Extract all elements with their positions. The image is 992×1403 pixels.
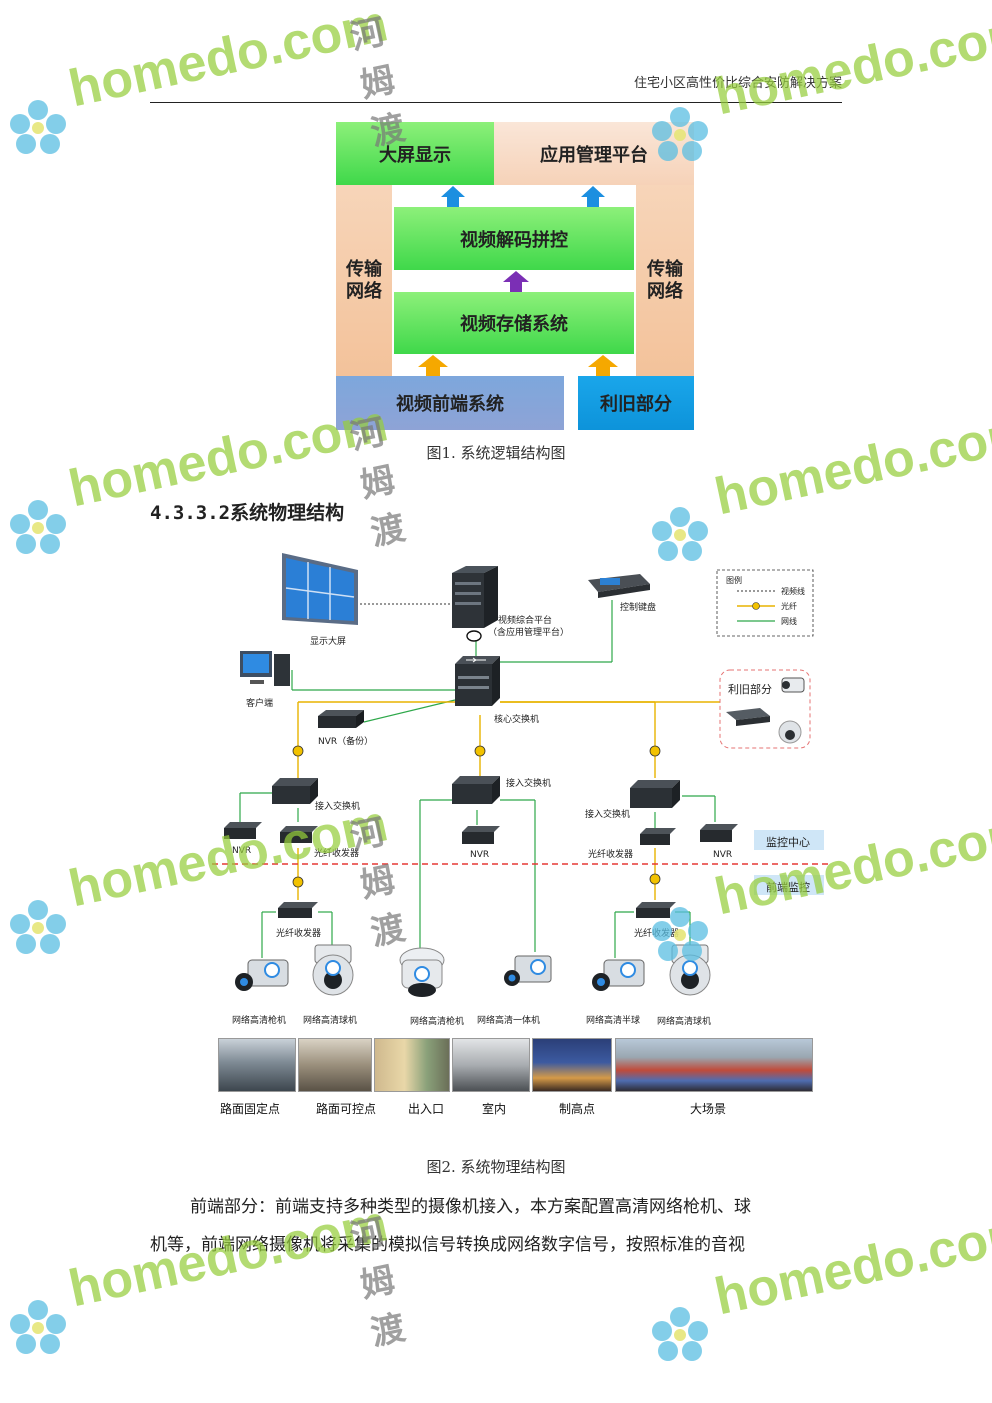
label-camera-4: 网络高清一体机 (477, 1016, 541, 1026)
label-camera-1: 网络高清枪机 (232, 1016, 287, 1026)
label-monitor-center: 监控中心 (766, 836, 810, 849)
label-camera-3: 网络高清枪机 (410, 1017, 465, 1027)
transceiver-right-icon (640, 828, 676, 845)
block-storage: 视频存储系统 (394, 292, 634, 354)
header-title: 住宅小区高性价比综合安防解决方案 (633, 76, 842, 91)
label-nvr-middle: NVR (470, 850, 490, 860)
scene-label-entrance: 出入口 (408, 1102, 445, 1116)
label-nvr-backup: NVR（备份） (318, 737, 374, 747)
label-nvr-left: NVR (232, 846, 252, 856)
logical-diagram: 大屏显示 应用管理平台 传输 网络 传输 网络 视频解码拼控 视频存储系统 视频… (336, 122, 694, 430)
label-access-switch-right: 接入交换机 (585, 810, 631, 820)
scene-label-indoor: 室内 (482, 1102, 507, 1116)
label-display-screen: 显示大屏 (310, 637, 347, 647)
label-camera-2: 网络高清球机 (303, 1016, 358, 1026)
paragraph-line-2: 机等，前端网络摄像机将采集的模拟信号转换成网络数字信号，按照标准的音视 (150, 1235, 745, 1255)
access-switch-left-icon (272, 778, 318, 804)
section-heading: 4.3.3.2系统物理结构 (150, 498, 344, 525)
nvr-backup-icon (318, 710, 364, 728)
section-number: 4.3.3.2 (150, 502, 231, 524)
label-front-transceiver-left: 光纤收发器 (276, 929, 322, 939)
arrow-up-blue-right (581, 186, 605, 207)
label-front-monitor: 前端监控 (766, 881, 810, 894)
scene-thumb-large-scene (615, 1038, 813, 1092)
label-platform-line1: 视频综合平台 (498, 616, 553, 626)
label-transceiver-right: 光纤收发器 (588, 850, 634, 860)
video-link-ring (466, 630, 482, 642)
flower-logo-icon (10, 1300, 66, 1354)
access-switch-middle-icon (452, 776, 500, 804)
label-legacy: 利旧部分 (728, 683, 772, 696)
body-paragraph: 前端部分：前端支持多种类型的摄像机接入，本方案配置高清网络枪机、球 机等，前端网… (150, 1188, 842, 1264)
display-screen-icon (282, 553, 358, 625)
legend-title: 图例 (726, 576, 742, 585)
camera-dome-1-icon (312, 944, 354, 996)
arrow-up-yellow-right (588, 355, 618, 376)
transceiver-left-icon (280, 826, 318, 843)
label-core-switch: 核心交换机 (494, 715, 540, 725)
fiber-markers (292, 745, 661, 888)
nvr-left-icon (224, 822, 262, 839)
front-transceiver-right-icon (636, 902, 676, 918)
scene-thumb-entrance (374, 1038, 450, 1092)
camera-integrated-icon (504, 955, 552, 986)
access-switch-right-icon (630, 780, 680, 808)
front-transceiver-left-icon (278, 902, 318, 918)
nvr-middle-icon (462, 826, 500, 844)
scene-label-road-ptz: 路面可控点 (316, 1102, 377, 1116)
camera-bullet-2-icon (399, 947, 445, 997)
camera-semidome-icon (592, 959, 645, 991)
label-camera-5: 网络高清半球 (586, 1016, 641, 1026)
platform-rack-icon (452, 566, 498, 628)
nvr-right-icon (700, 824, 738, 842)
block-transport-right: 传输 网络 (636, 185, 694, 377)
legend-box (716, 569, 814, 637)
logical-arrows (418, 186, 618, 376)
control-keyboard-icon (588, 574, 650, 598)
block-decode: 视频解码拼控 (394, 207, 634, 270)
client-pc-icon (240, 651, 290, 686)
arrow-up-blue-left (441, 186, 465, 207)
block-screen: 大屏显示 (336, 122, 494, 185)
label-transceiver-left: 光纤收发器 (314, 849, 360, 859)
scene-thumb-indoor (452, 1038, 530, 1092)
section-title: 系统物理结构 (230, 502, 345, 524)
caption-figure-2: 图2. 系统物理结构图 (426, 1158, 566, 1176)
label-nvr-right: NVR (713, 850, 733, 860)
block-transport-left: 传输 网络 (336, 185, 392, 377)
legend-item-fiber: 光纤 (781, 602, 797, 611)
legend-item-network: 网线 (781, 617, 797, 626)
label-access-switch-middle: 接入交换机 (506, 779, 552, 789)
scene-label-large-scene: 大场景 (690, 1102, 727, 1116)
core-switch-icon (455, 656, 500, 706)
front-monitor-tag (754, 875, 824, 895)
arrow-up-purple (503, 271, 529, 292)
block-legacy: 利旧部分 (578, 376, 694, 430)
legacy-box (719, 669, 811, 749)
camera-bullet-1-icon (235, 959, 289, 991)
label-client: 客户端 (246, 699, 274, 709)
label-keyboard: 控制键盘 (620, 603, 657, 613)
legend-item-video: 视频线 (781, 587, 805, 596)
label-front-transceiver-right: 光纤收发器 (634, 929, 680, 939)
flower-logo-icon (652, 1307, 708, 1361)
paragraph-line-1: 前端部分：前端支持多种类型的摄像机接入，本方案配置高清网络枪机、球 (190, 1197, 751, 1217)
scene-thumb-high-point (532, 1038, 612, 1092)
camera-dome-2-icon (669, 944, 711, 996)
block-frontend: 视频前端系统 (336, 376, 564, 430)
scene-thumb-road-ptz (298, 1038, 372, 1092)
arrow-up-yellow-left (418, 355, 448, 376)
page-header: 住宅小区高性价比综合安防解决方案 (150, 70, 842, 103)
label-platform-line2: （含应用管理平台） (488, 628, 570, 638)
label-camera-6: 网络高清球机 (657, 1017, 712, 1027)
label-access-switch-left: 接入交换机 (315, 802, 361, 812)
caption-figure-1: 图1. 系统逻辑结构图 (426, 444, 566, 462)
monitor-center-tag (754, 830, 824, 850)
scene-thumb-road-fixed (218, 1038, 296, 1092)
scene-label-high-point: 制高点 (559, 1102, 596, 1116)
physical-diagram (212, 553, 830, 997)
scene-label-road-fixed: 路面固定点 (220, 1102, 281, 1116)
